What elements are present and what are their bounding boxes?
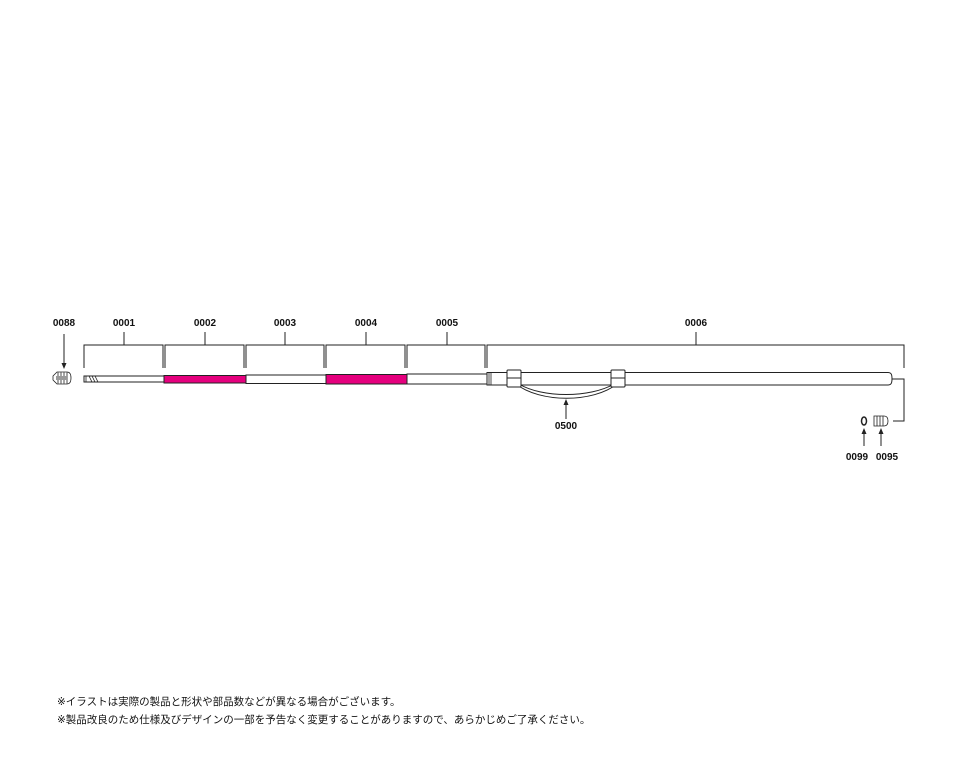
section-0002 bbox=[163, 375, 247, 384]
bracket-0005 bbox=[406, 332, 486, 368]
label-0500: 0500 bbox=[555, 421, 578, 432]
arrow-0099 bbox=[861, 428, 867, 446]
section-0003 bbox=[245, 374, 327, 384]
bracket-0006 bbox=[486, 332, 905, 368]
arrow-0095 bbox=[878, 428, 884, 446]
label-0099: 0099 bbox=[846, 452, 869, 463]
label-0088: 0088 bbox=[53, 318, 76, 329]
label-0095: 0095 bbox=[876, 452, 899, 463]
section-0004 bbox=[325, 374, 408, 385]
label-0003: 0003 bbox=[274, 318, 297, 329]
label-0006: 0006 bbox=[685, 318, 708, 329]
section-0006-butt bbox=[486, 372, 893, 386]
butt-end-bracket bbox=[892, 378, 905, 422]
label-0005: 0005 bbox=[436, 318, 459, 329]
tip-guide bbox=[85, 375, 99, 383]
butt-cap-0095 bbox=[873, 415, 889, 427]
label-0001: 0001 bbox=[113, 318, 136, 329]
section-0005 bbox=[406, 373, 488, 385]
section-0001-tip bbox=[83, 375, 165, 383]
bracket-0003 bbox=[245, 332, 325, 368]
label-0002: 0002 bbox=[194, 318, 217, 329]
tip-cap-0088 bbox=[52, 371, 72, 385]
bracket-0001 bbox=[83, 332, 164, 368]
bracket-0002 bbox=[164, 332, 245, 368]
note-spec-change-disclaimer: ※製品改良のため仕様及びデザインの一部を予告なく変更することがありますので、あら… bbox=[57, 714, 591, 726]
o-ring-0099 bbox=[860, 416, 868, 426]
arrow-0088 bbox=[61, 334, 67, 369]
note-illustration-disclaimer: ※イラストは実際の製品と形状や部品数などが異なる場合がございます。 bbox=[57, 696, 401, 708]
bracket-0004 bbox=[325, 332, 406, 368]
handle-0500 bbox=[506, 369, 626, 399]
arrow-0500 bbox=[563, 399, 569, 419]
joint-ring-1 bbox=[488, 372, 492, 385]
label-0004: 0004 bbox=[355, 318, 378, 329]
